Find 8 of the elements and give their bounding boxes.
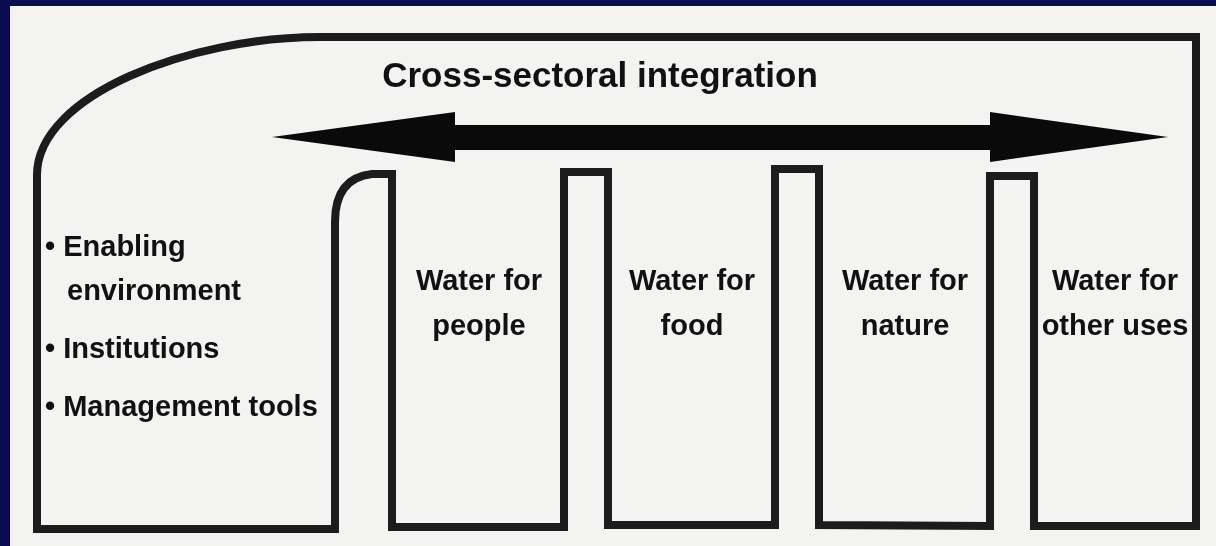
column-label: Water for nature bbox=[840, 263, 970, 343]
bullet-item: • Management tools bbox=[45, 389, 318, 424]
bullet-item: • Institutions bbox=[45, 331, 221, 366]
bullet-item: • Enabling environment bbox=[45, 229, 243, 308]
column-label: Water for food bbox=[627, 263, 757, 343]
column-label: Water for people bbox=[414, 263, 544, 343]
column-label: Water for other uses bbox=[1040, 263, 1190, 343]
diagram-heading: Cross-sectoral integration bbox=[382, 55, 818, 95]
